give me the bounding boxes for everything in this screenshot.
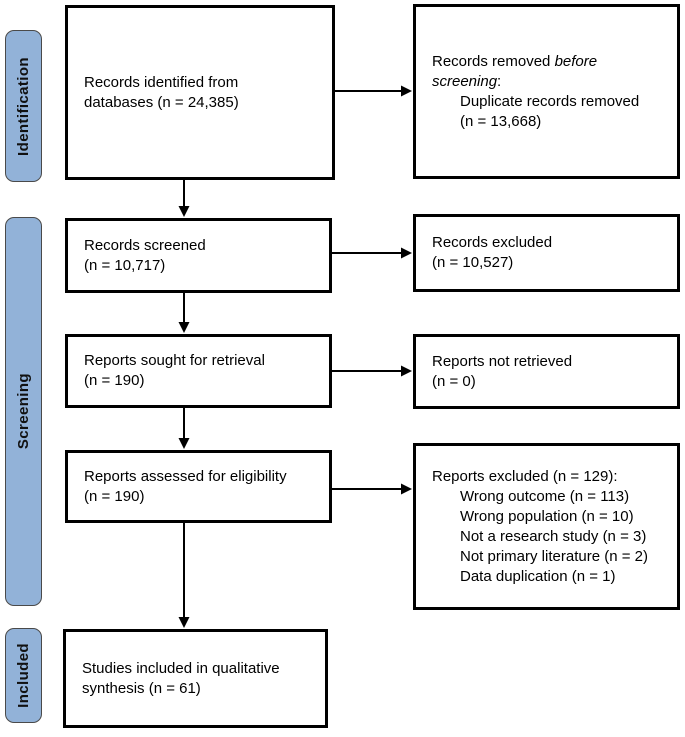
box-text-line: databases (n = 24,385) <box>84 93 239 111</box>
box-text-line: Records identified from <box>84 73 239 91</box>
box-records-screened: Records screened (n = 10,717) <box>65 218 332 293</box>
box-text-line: Records excluded <box>432 234 553 251</box>
box-text-line: Duplicate records removed <box>460 92 640 110</box>
box-text-line: Not a research study (n = 3) <box>460 527 647 545</box>
box-records-identified: Records identified from databases (n = 2… <box>65 5 335 180</box>
box-text-line: screening: <box>432 72 502 90</box>
stage-screening: Screening <box>5 217 42 606</box>
stage-identification: Identification <box>5 30 42 182</box>
box-text-line: Reports not retrieved <box>432 352 573 370</box>
stage-screening-label: Screening <box>15 373 32 450</box>
box-text-line: Studies included in qualitative <box>82 659 280 677</box>
stage-included: Included <box>5 628 42 723</box>
box-text-line: (n = 10,527) <box>432 254 514 271</box>
box-text-line: Data duplication (n = 1) <box>460 567 616 585</box>
box-text-line: (n = 190) <box>84 372 145 389</box>
box-records-excluded: Records excluded (n = 10,527) <box>413 214 680 292</box>
box-text-line: Reports excluded (n = 129): <box>432 467 618 485</box>
stage-identification-label: Identification <box>15 56 32 156</box>
box-text-line: Reports assessed for eligibility <box>84 467 287 485</box>
stage-included-label: Included <box>15 643 32 708</box>
box-records-removed: Records removed before screening: Duplic… <box>413 4 680 179</box>
box-text-line: Records screened <box>84 236 206 254</box>
box-text-line: (n = 13,668) <box>460 112 542 130</box>
box-text-line: synthesis (n = 61) <box>82 679 201 697</box>
box-text-line: (n = 0) <box>432 372 476 390</box>
box-text-line: Reports sought for retrieval <box>84 352 265 369</box>
box-reports-assessed: Reports assessed for eligibility (n = 19… <box>65 450 332 523</box>
box-text-line: (n = 190) <box>84 487 145 505</box>
box-text-line: Not primary literature (n = 2) <box>460 547 648 565</box>
box-text-line: Wrong population (n = 10) <box>460 507 634 525</box>
box-studies-included: Studies included in qualitative synthesi… <box>63 629 328 728</box>
box-reports-excluded: Reports excluded (n = 129): Wrong outcom… <box>413 443 680 610</box>
box-text-line: (n = 10,717) <box>84 256 166 274</box>
box-text-line: Wrong outcome (n = 113) <box>460 487 630 505</box>
box-reports-sought: Reports sought for retrieval (n = 190) <box>65 334 332 408</box>
box-reports-not-retrieved: Reports not retrieved (n = 0) <box>413 334 680 409</box>
box-text-line: Records removed before <box>432 52 598 70</box>
